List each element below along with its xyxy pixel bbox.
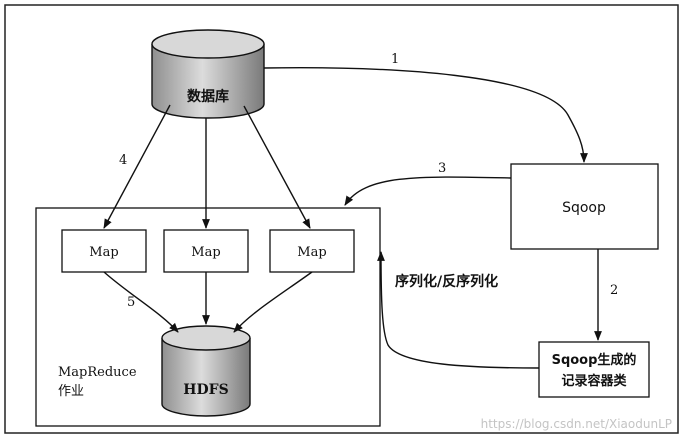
map-box-3 xyxy=(269,229,355,273)
serialization-label: 序列化/反序列化 xyxy=(395,273,498,290)
sqoop-box xyxy=(510,163,659,250)
edge-3-label: 3 xyxy=(438,161,446,176)
edge-map-3-to-hdfs xyxy=(233,271,313,333)
record-class-label-line2: 记录容器类 xyxy=(561,373,627,389)
record-class-box xyxy=(538,341,650,398)
watermark-text: https://blog.csdn.net/XiaodunLP xyxy=(481,417,672,431)
hdfs-label: HDFS xyxy=(183,382,228,398)
edge-4-label: 4 xyxy=(119,153,127,168)
map-label-1: Map xyxy=(89,245,118,260)
edge-2-label: 2 xyxy=(610,283,618,298)
sqoop-label: Sqoop xyxy=(562,200,606,216)
database-label: 数据库 xyxy=(187,88,229,105)
hdfs-cylinder: HDFS xyxy=(161,325,251,417)
database-cylinder: 数据库 xyxy=(151,29,265,119)
outer-frame xyxy=(4,4,679,434)
edge-1-db-to-sqoop xyxy=(263,67,588,163)
edge-1-label: 1 xyxy=(391,52,399,67)
mapreduce-label-line2: 作业 xyxy=(58,384,84,399)
edge-5-map-1-to-hdfs xyxy=(103,271,179,333)
map-label-2: Map xyxy=(191,245,220,260)
edge-5-label: 5 xyxy=(127,295,135,310)
edge-serialization xyxy=(377,251,540,369)
mapreduce-label-line1: MapReduce xyxy=(58,365,137,380)
edge-4-db-to-map-1 xyxy=(103,104,171,229)
edge-3-sqoop-to-job xyxy=(344,176,512,206)
map-box-1 xyxy=(61,229,147,273)
edge-db-to-map-3 xyxy=(243,105,311,229)
map-label-3: Map xyxy=(297,245,326,260)
record-class-label-line1: Sqoop生成的 xyxy=(552,352,637,368)
